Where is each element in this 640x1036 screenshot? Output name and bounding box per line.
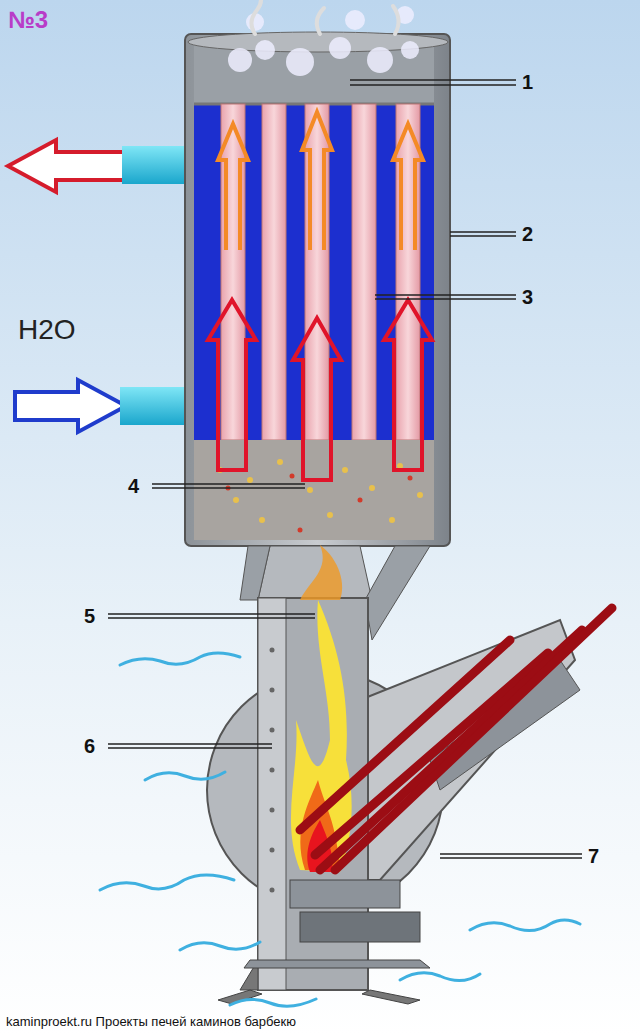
callout-number: 3 [522, 286, 533, 309]
callout-number: 7 [588, 845, 599, 868]
callout-number: 1 [522, 71, 533, 94]
callout-number: 4 [128, 475, 139, 498]
watermark: kaminproekt.ru Проекты печей каминов бар… [6, 1014, 296, 1029]
callout-number: 2 [522, 223, 533, 246]
water-label: H2O [18, 314, 76, 346]
callout-number: 5 [84, 605, 95, 628]
figure-number: №3 [8, 6, 48, 34]
callout-number: 6 [84, 735, 95, 758]
